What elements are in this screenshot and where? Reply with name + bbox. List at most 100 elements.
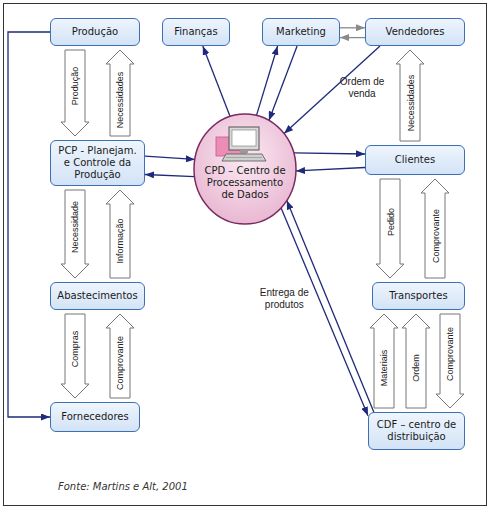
connector-line bbox=[294, 153, 365, 154]
connector-path bbox=[340, 37, 365, 38]
monitor-screen bbox=[232, 130, 256, 146]
connector-line bbox=[296, 168, 365, 171]
process-box: CDF – centro de distribuição bbox=[368, 412, 465, 450]
node-text-group: Transportes bbox=[389, 290, 447, 302]
flow-arrow bbox=[396, 50, 424, 141]
edge-label: Ordem de venda bbox=[336, 76, 388, 100]
connector-path bbox=[269, 46, 297, 120]
flow-label: Comprovante bbox=[114, 328, 126, 398]
node-text: Finanças bbox=[174, 26, 217, 38]
flow-label: Necessidades bbox=[114, 64, 126, 136]
flow-label: Necessidade bbox=[69, 190, 81, 264]
connector-path bbox=[145, 175, 195, 177]
process-box: Fornecedores bbox=[50, 402, 140, 432]
flow-label: Materiais bbox=[378, 328, 390, 408]
node-text-group: Marketing bbox=[276, 26, 326, 38]
flow-arrow bbox=[370, 314, 398, 408]
block-arrow-shape bbox=[402, 314, 430, 408]
connector-path bbox=[281, 208, 368, 416]
node-text: Transportes bbox=[389, 290, 447, 302]
connector-path bbox=[203, 46, 230, 116]
flow-label: Comprovante bbox=[444, 314, 456, 394]
connector-path bbox=[8, 32, 50, 417]
edge-label: Entrega de produtos bbox=[256, 287, 312, 311]
flow-label: Produção bbox=[69, 50, 81, 122]
node-text-group: CPD – Centro de Processamento de Dados bbox=[200, 165, 290, 201]
block-arrow-shape bbox=[376, 179, 404, 278]
flow-arrow bbox=[61, 190, 89, 278]
flow-arrow bbox=[106, 50, 134, 136]
block-arrow-shape bbox=[61, 50, 89, 136]
flow-label: Comprovante bbox=[429, 193, 441, 278]
node-text-group: Abastecimentos bbox=[57, 290, 137, 302]
node-text-group: Produção bbox=[72, 26, 118, 38]
flow-label: Informação bbox=[114, 204, 126, 278]
block-arrow-shape bbox=[370, 314, 398, 408]
block-arrow-shape bbox=[106, 50, 134, 136]
process-box: Transportes bbox=[372, 282, 465, 310]
process-box: Produção bbox=[50, 18, 140, 46]
flow-arrow bbox=[436, 314, 464, 408]
flow-arrow bbox=[61, 50, 89, 136]
source-caption: Fonte: Martins e Alt, 2001 bbox=[58, 481, 188, 492]
process-box: Marketing bbox=[262, 18, 340, 46]
process-box: Vendedores bbox=[365, 18, 465, 46]
connector-line bbox=[8, 32, 50, 417]
node-text-group: Finanças bbox=[174, 26, 217, 38]
process-box: Abastecimentos bbox=[50, 282, 145, 310]
node-text-group: Clientes bbox=[395, 154, 435, 166]
connector-line bbox=[340, 37, 365, 38]
connector-line bbox=[340, 27, 365, 28]
block-arrow-shape bbox=[61, 190, 89, 278]
process-box: PCP - Planejam. e Controle da Produção bbox=[50, 140, 145, 186]
flow-label: Necessidades bbox=[404, 64, 416, 141]
node-text-group: PCP - Planejam. e Controle da Produção bbox=[54, 145, 141, 181]
node-text: Abastecimentos bbox=[57, 290, 137, 302]
flow-label: Ordem bbox=[410, 328, 422, 408]
flow-label: Pedido bbox=[384, 179, 396, 264]
process-box: Finanças bbox=[162, 18, 230, 46]
connector-path bbox=[296, 168, 365, 171]
block-arrow-shape bbox=[436, 314, 464, 408]
connector-line bbox=[203, 46, 230, 116]
block-arrow-shape bbox=[61, 314, 89, 398]
flow-arrow bbox=[106, 314, 134, 398]
connector-line bbox=[281, 208, 368, 416]
flow-label: Compras bbox=[69, 314, 81, 384]
keyboard bbox=[222, 154, 266, 161]
node-text-group: CDF – centro de distribuição bbox=[372, 419, 461, 443]
connector-line bbox=[269, 46, 297, 120]
block-arrow-shape bbox=[106, 190, 134, 278]
node-text: Produção bbox=[72, 26, 118, 38]
node-text-group: Vendedores bbox=[386, 26, 445, 38]
keyboard-keys bbox=[226, 157, 262, 158]
flow-arrow bbox=[376, 179, 404, 278]
connector-line bbox=[145, 156, 195, 159]
processing-center-ellipse: CPD – Centro de Processamento de Dados bbox=[193, 113, 297, 225]
node-text: CDF – centro de distribuição bbox=[372, 419, 461, 443]
block-arrow-shape bbox=[396, 50, 424, 141]
node-text: PCP - Planejam. e Controle da Produção bbox=[54, 145, 141, 181]
flow-arrow bbox=[61, 314, 89, 398]
connector-path bbox=[340, 27, 365, 28]
block-arrow-shape bbox=[106, 314, 134, 398]
node-text: Marketing bbox=[276, 26, 326, 38]
node-text: Fornecedores bbox=[61, 411, 128, 423]
node-text: CPD – Centro de Processamento de Dados bbox=[200, 165, 290, 201]
connector-path bbox=[294, 153, 365, 154]
flow-arrow bbox=[106, 190, 134, 278]
monitor-stand bbox=[240, 150, 248, 153]
flow-arrow bbox=[421, 179, 449, 278]
icon-backdrop bbox=[216, 137, 246, 156]
block-arrow-shape bbox=[421, 179, 449, 278]
node-text-group: Fornecedores bbox=[61, 411, 128, 423]
node-text: Clientes bbox=[395, 154, 435, 166]
monitor-case bbox=[229, 127, 259, 150]
connector-line bbox=[145, 175, 195, 177]
flow-arrow bbox=[402, 314, 430, 408]
process-box: Clientes bbox=[365, 145, 465, 175]
ellipse-shape bbox=[194, 114, 296, 224]
connector-path bbox=[145, 156, 195, 159]
